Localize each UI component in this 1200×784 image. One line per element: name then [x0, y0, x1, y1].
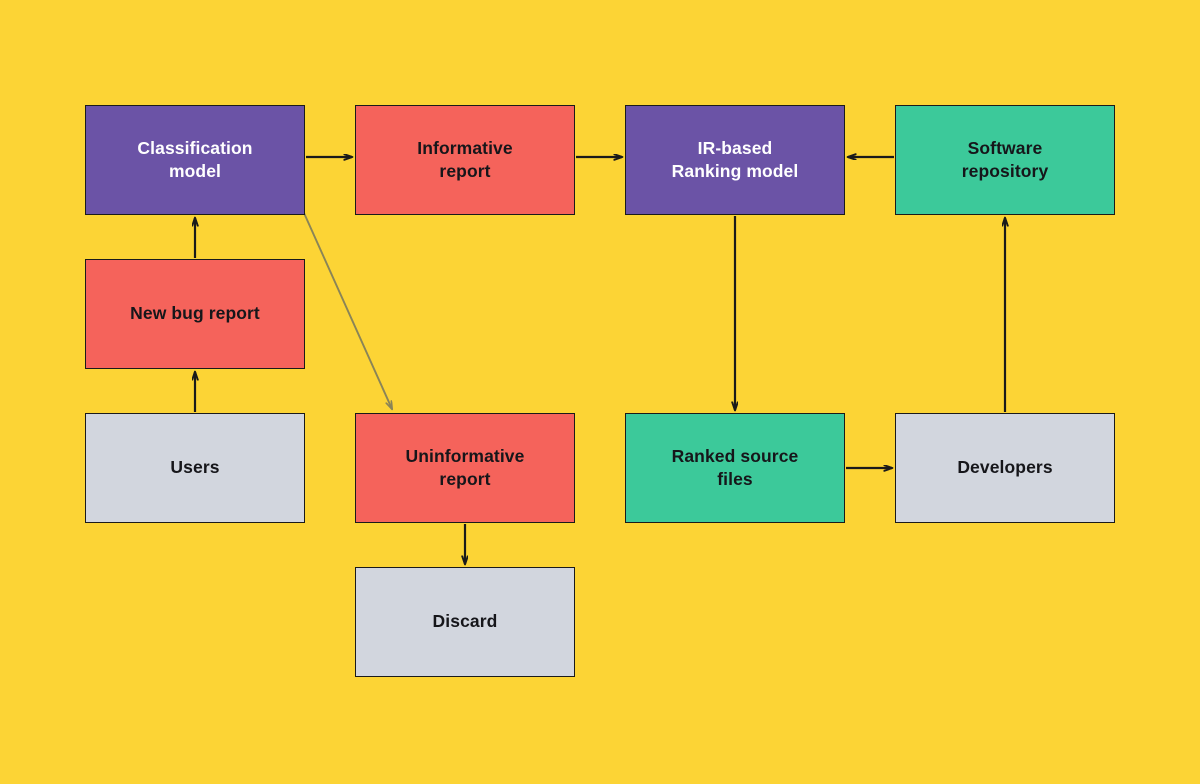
node-developers[interactable]: Developers	[895, 413, 1115, 523]
node-informative-report[interactable]: Informative report	[355, 105, 575, 215]
node-ir-based-ranking-model[interactable]: IR-based Ranking model	[625, 105, 845, 215]
node-discard[interactable]: Discard	[355, 567, 575, 677]
node-uninformative-report[interactable]: Uninformative report	[355, 413, 575, 523]
node-classification-model[interactable]: Classification model	[85, 105, 305, 215]
edge-classification-model-to-uninformative-report	[303, 212, 392, 409]
node-users[interactable]: Users	[85, 413, 305, 523]
node-software-repository[interactable]: Software repository	[895, 105, 1115, 215]
node-ranked-source-files[interactable]: Ranked source files	[625, 413, 845, 523]
node-new-bug-report[interactable]: New bug report	[85, 259, 305, 369]
